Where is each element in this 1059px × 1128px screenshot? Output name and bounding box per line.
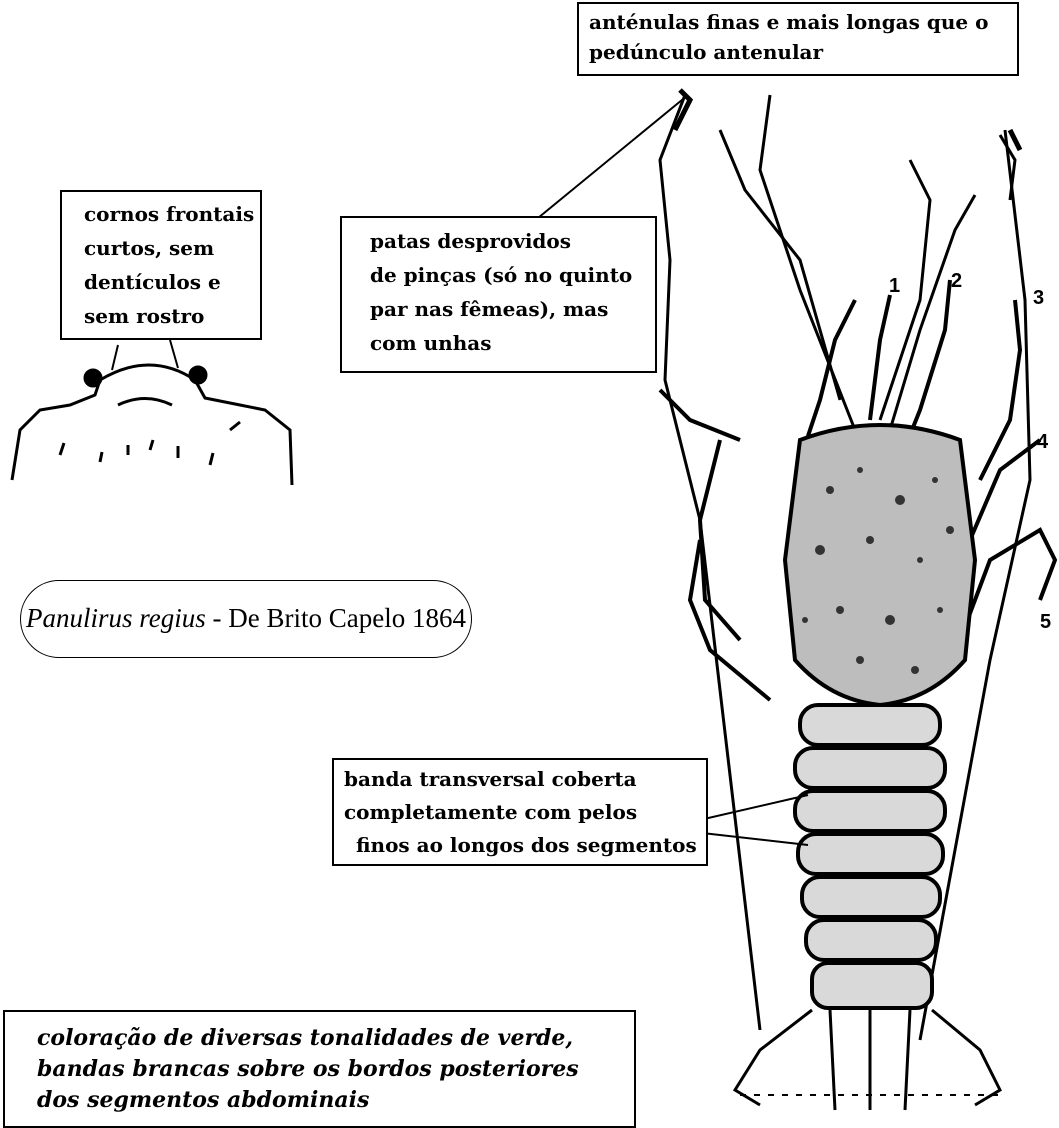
carapace	[785, 425, 975, 705]
banda-line-2: completamente com pelos	[344, 796, 706, 829]
abdomen	[795, 705, 945, 1008]
pointer-lines	[538, 95, 808, 845]
leg-number-3: 3	[1033, 287, 1044, 309]
patas-label: patas desprovidos de pinças (só no quint…	[340, 216, 657, 373]
patas-line-1: patas desprovidos	[370, 224, 655, 258]
cornos-line-4: sem rostro	[84, 299, 260, 333]
antenulas-line-1: anténulas finas e mais longas que o	[589, 7, 1007, 37]
leg-number-4: 4	[1037, 431, 1049, 453]
tail-fan	[735, 1010, 1000, 1110]
antenulas-line-2: pedúnculo antenular	[589, 37, 1007, 67]
cornos-label: cornos frontais curtos, sem dentículos e…	[60, 190, 262, 340]
banda-line-3: finos ao longos dos segmentos	[344, 829, 706, 862]
banda-line-1: banda transversal coberta	[344, 763, 706, 796]
cornos-line-2: curtos, sem	[84, 231, 260, 265]
patas-line-4: com unhas	[370, 326, 655, 360]
leg-number-5: 5	[1040, 611, 1051, 633]
cornos-line-3: dentículos e	[84, 265, 260, 299]
frontal-horns-sketch	[12, 340, 292, 485]
coloracao-label: coloração de diversas tonalidades de ver…	[3, 1010, 636, 1128]
patas-line-3: par nas fêmeas), mas	[370, 292, 655, 326]
banda-label: banda transversal coberta completamente …	[332, 758, 708, 866]
coloracao-line-3: dos segmentos abdominais	[37, 1085, 634, 1116]
cornos-line-1: cornos frontais	[84, 197, 260, 231]
leg-number-1: 1	[889, 275, 900, 297]
coloracao-line-1: coloração de diversas tonalidades de ver…	[37, 1023, 634, 1054]
species-title: Panulirus regius - De Brito Capelo 1864	[20, 580, 472, 658]
leg-number-2: 2	[951, 270, 962, 292]
species-name: Panulirus regius	[26, 603, 206, 633]
antenulas-label: anténulas finas e mais longas que o pedú…	[577, 2, 1019, 76]
species-author: - De Brito Capelo 1864	[206, 603, 466, 633]
patas-line-2: de pinças (só no quinto	[370, 258, 655, 292]
coloracao-line-2: bandas brancas sobre os bordos posterior…	[37, 1054, 634, 1085]
